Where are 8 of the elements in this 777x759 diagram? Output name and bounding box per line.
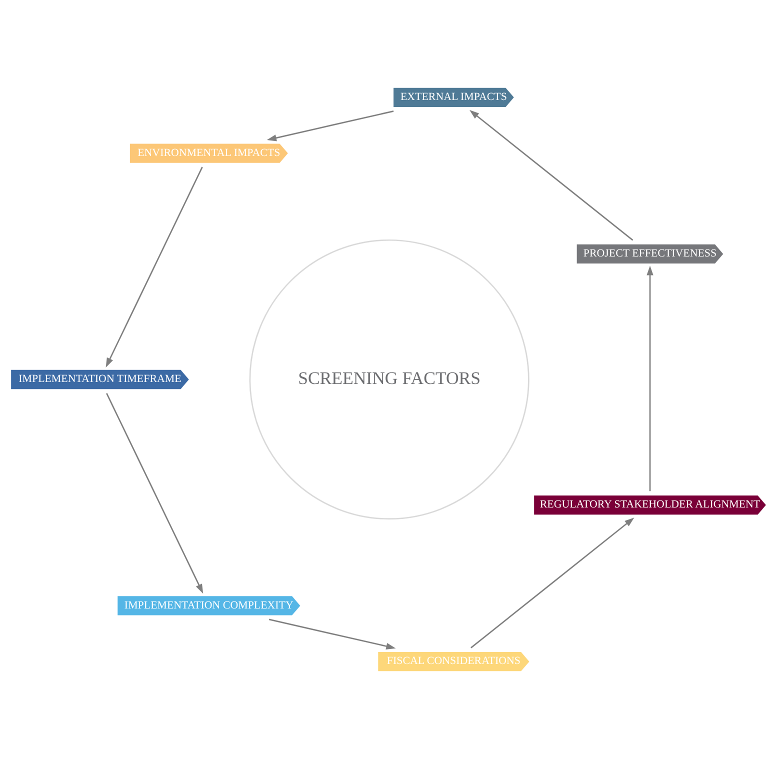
arrow [646,266,654,492]
arrow [266,110,394,142]
arrow [268,618,396,650]
node-circle: SCREENING FACTORS [249,239,530,520]
arrow [470,110,634,241]
arrow [106,393,204,594]
arrow [106,166,203,368]
arrow [470,518,634,648]
